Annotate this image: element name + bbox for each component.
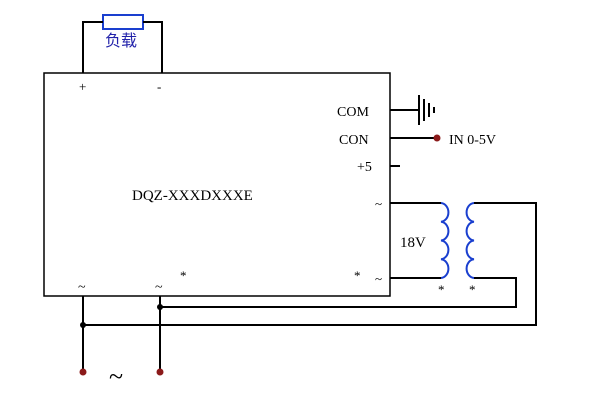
module-title: DQZ-XXXDXXXE (132, 188, 253, 204)
control-input-label: IN 0-5V (449, 133, 496, 148)
transformer-star-right: * (469, 282, 476, 297)
junction-left-icon (80, 322, 86, 328)
transformer-voltage: 18V (400, 235, 426, 251)
junction-right-icon (157, 304, 163, 310)
ac-return-wire (83, 202, 537, 326)
con-terminal-dot-icon (433, 134, 441, 142)
pin-com: COM (337, 105, 369, 120)
transformer-star-left: * (438, 282, 445, 297)
ac-feed-wire (160, 277, 517, 308)
ground-symbol-icon (390, 95, 435, 125)
pin-tilde-upper: ~ (375, 196, 382, 211)
output-minus-pin: - (157, 79, 161, 94)
transformer-coil-left-icon (440, 202, 450, 279)
module-box (43, 72, 391, 297)
load-resistor (82, 14, 163, 73)
ac-source-label: ~ (109, 362, 123, 391)
pin-tilde-bottom-right: ~ (155, 280, 163, 295)
pin-con: CON (339, 133, 369, 148)
ac-terminal-left-icon (79, 368, 87, 376)
star-right-low: * (354, 268, 361, 283)
pin-plus5: +5 (357, 160, 372, 175)
pin-tilde-lower: ~ (375, 271, 382, 286)
star-bottom-right: * (180, 268, 187, 283)
load-label: 负载 (105, 31, 137, 50)
output-plus-pin: + (79, 79, 86, 94)
ac-terminal-right-icon (156, 368, 164, 376)
pin-tilde-bottom-left: ~ (78, 280, 86, 295)
transformer-coil-right-icon (465, 202, 475, 279)
